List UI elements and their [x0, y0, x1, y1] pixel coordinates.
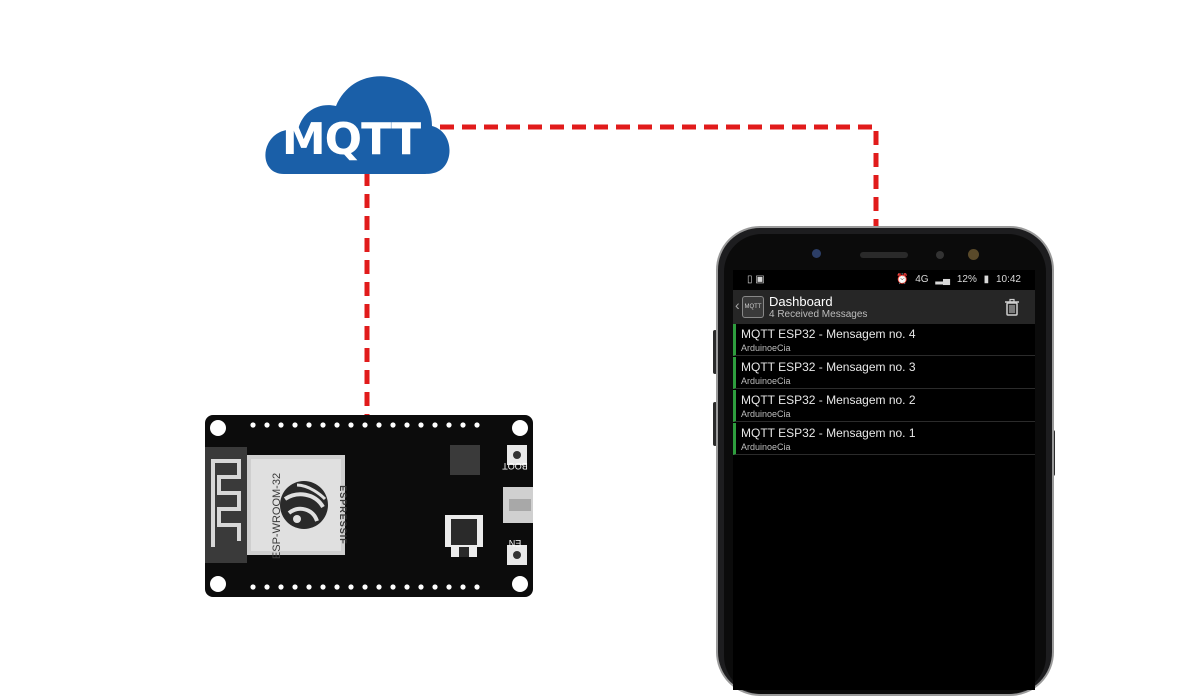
- notification-icons: ▯ ▣: [747, 274, 765, 285]
- message-topic: ArduinoeCia: [741, 442, 791, 452]
- status-bar: ▯ ▣ ⏰ 4G ▂▄ 12% ▮ 10:42: [733, 270, 1035, 290]
- list-item[interactable]: MQTT ESP32 - Mensagem no. 3 ArduinoeCia: [733, 357, 1035, 389]
- list-item[interactable]: MQTT ESP32 - Mensagem no. 2 ArduinoeCia: [733, 390, 1035, 422]
- phone-screen: ▯ ▣ ⏰ 4G ▂▄ 12% ▮ 10:42 ‹ MQTT Dashboard…: [733, 270, 1035, 690]
- network-type: 4G: [915, 274, 929, 285]
- message-title: MQTT ESP32 - Mensagem no. 1: [741, 426, 916, 440]
- list-item[interactable]: MQTT ESP32 - Mensagem no. 4 ArduinoeCia: [733, 324, 1035, 356]
- cloud-label: MQTT: [281, 114, 421, 165]
- proximity-sensor: [936, 251, 944, 259]
- message-topic: ArduinoeCia: [741, 343, 791, 353]
- battery-percent: 12%: [956, 274, 977, 285]
- cloud-icon: [265, 76, 450, 174]
- page-title: Dashboard: [769, 294, 833, 309]
- volume-button-1: [713, 330, 717, 374]
- brand-label: ESPRESSIF: [338, 485, 348, 545]
- message-list: MQTT ESP32 - Mensagem no. 4 ArduinoeCia …: [733, 324, 1035, 456]
- message-title: MQTT ESP32 - Mensagem no. 2: [741, 393, 916, 407]
- earpiece-speaker: [860, 252, 908, 258]
- message-topic: ArduinoeCia: [741, 409, 791, 419]
- message-title: MQTT ESP32 - Mensagem no. 4: [741, 327, 916, 341]
- back-icon[interactable]: ‹: [735, 297, 740, 313]
- boot-label: BOOT: [502, 461, 528, 471]
- module-label: ESP-WROOM-32: [271, 472, 283, 560]
- message-topic: ArduinoeCia: [741, 376, 791, 386]
- link-cloud-to-phone: [440, 124, 879, 228]
- volume-button-2: [713, 402, 717, 446]
- app-header: ‹ MQTT Dashboard 4 Received Messages: [733, 290, 1035, 324]
- message-count: 4 Received Messages: [769, 309, 868, 320]
- iris-sensor: [968, 249, 979, 260]
- en-label: EN: [508, 538, 522, 548]
- mqtt-cloud: MQTT: [262, 70, 452, 180]
- signal-icon: ▂▄: [935, 274, 951, 285]
- list-item[interactable]: MQTT ESP32 - Mensagem no. 1 ArduinoeCia: [733, 423, 1035, 455]
- connection-lines: [364, 124, 879, 416]
- battery-icon: ▮: [983, 274, 990, 285]
- esp32-board: [205, 415, 533, 597]
- app-icon: MQTT: [742, 296, 764, 318]
- message-title: MQTT ESP32 - Mensagem no. 3: [741, 360, 916, 374]
- front-camera-icon: [812, 249, 821, 258]
- clock: 10:42: [995, 274, 1021, 285]
- alarm-icon: ⏰: [895, 274, 909, 285]
- status-indicators: ⏰ 4G ▂▄ 12% ▮ 10:42: [892, 270, 1021, 290]
- trash-icon[interactable]: [1003, 298, 1021, 316]
